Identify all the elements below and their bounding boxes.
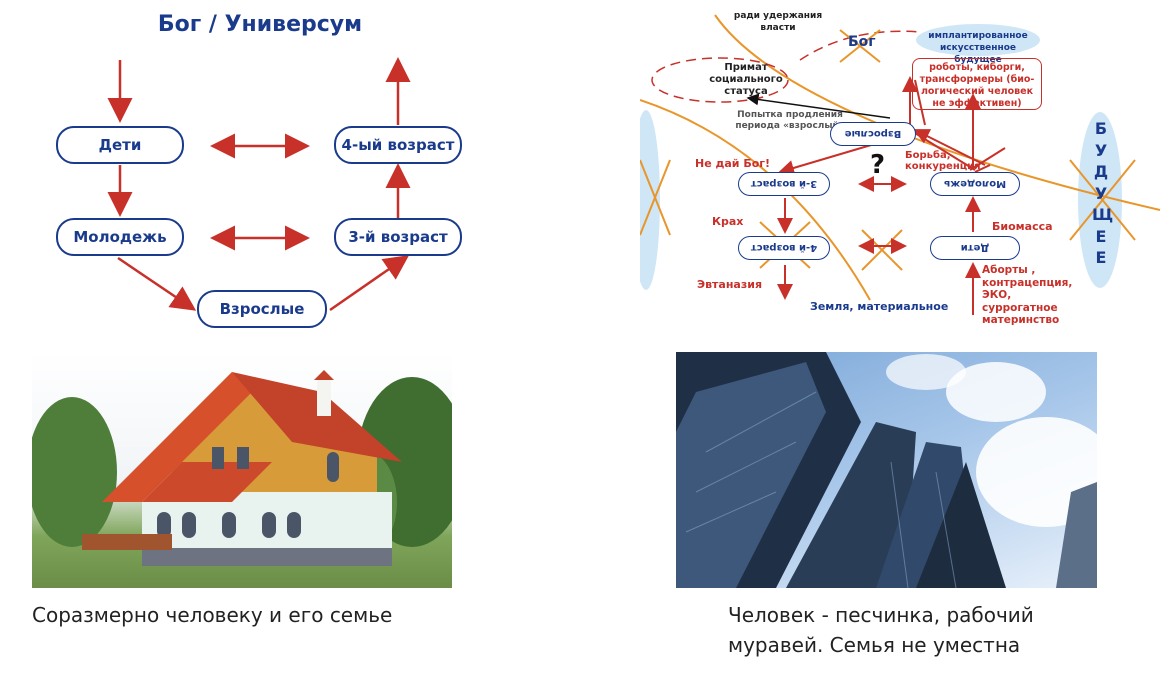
label-power: ради удержания власти bbox=[733, 11, 823, 33]
future-letter: У bbox=[1094, 183, 1108, 203]
label-implanted-future: имплантированное искусственное будущее bbox=[928, 31, 1028, 65]
skyscraper-caption: Человек - песчинка, рабочий муравей. Сем… bbox=[728, 600, 1148, 660]
future-letter: У bbox=[1094, 140, 1108, 160]
skyscraper-caption-line2: муравей. Семья не уместна bbox=[728, 633, 1021, 657]
label-question: ? bbox=[870, 150, 886, 180]
node-r-youth: Молодежь bbox=[930, 172, 1020, 196]
node-r-fourth: 4-й возраст bbox=[738, 236, 830, 260]
label-struggle: Борьба, конкуренция bbox=[905, 150, 981, 172]
label-god-crossed: Бог bbox=[848, 34, 876, 50]
left-diagram-arrows bbox=[107, 57, 411, 312]
house-image bbox=[32, 352, 452, 588]
node-r-children: Дети bbox=[930, 236, 1020, 260]
node-children: Дети bbox=[56, 126, 184, 164]
future-letter: Е bbox=[1095, 248, 1107, 267]
skyscraper-image bbox=[676, 352, 1097, 588]
label-crash: Крах bbox=[712, 215, 744, 228]
skyscraper-caption-line1: Человек - песчинка, рабочий bbox=[728, 603, 1034, 627]
future-letter: Д bbox=[1093, 162, 1109, 181]
skyscraper-illustration bbox=[676, 352, 1097, 588]
node-fourth-age: 4-ый возраст bbox=[334, 126, 462, 164]
node-third-age: 3-й возраст bbox=[334, 218, 462, 256]
label-attempt-extend: Попытка продления периода «взрослый» bbox=[735, 110, 845, 131]
future-letter: Е bbox=[1095, 226, 1107, 246]
right-diagram-lines bbox=[640, 14, 1161, 315]
future-vertical: Б У Д У Щ Е Е bbox=[1092, 118, 1114, 269]
box-robots: роботы, киборги, трансформеры (био-логич… bbox=[912, 58, 1042, 110]
label-no-god: Не дай Бог! bbox=[695, 157, 771, 170]
node-youth: Молодежь bbox=[56, 218, 184, 256]
house-caption: Соразмерно человеку и его семье bbox=[32, 603, 393, 627]
label-status-primacy: Примат социального статуса bbox=[709, 62, 783, 97]
label-biomass: Биомасса bbox=[992, 220, 1053, 233]
label-euthanasia: Эвтаназия bbox=[697, 278, 763, 291]
node-r-third: 3-й возраст bbox=[738, 172, 830, 196]
future-letter: Щ bbox=[1092, 205, 1114, 224]
label-earth: Земля, материальное bbox=[810, 300, 949, 313]
future-letter: Б bbox=[1094, 119, 1108, 138]
diagram-title: Бог / Универсум bbox=[157, 12, 363, 37]
label-abortions: Аборты , контрацепция, ЭКО, суррогатное … bbox=[982, 264, 1073, 326]
node-r-adults: Взрослые bbox=[830, 122, 916, 146]
node-adults: Взрослые bbox=[197, 290, 327, 328]
house-illustration bbox=[32, 370, 452, 566]
